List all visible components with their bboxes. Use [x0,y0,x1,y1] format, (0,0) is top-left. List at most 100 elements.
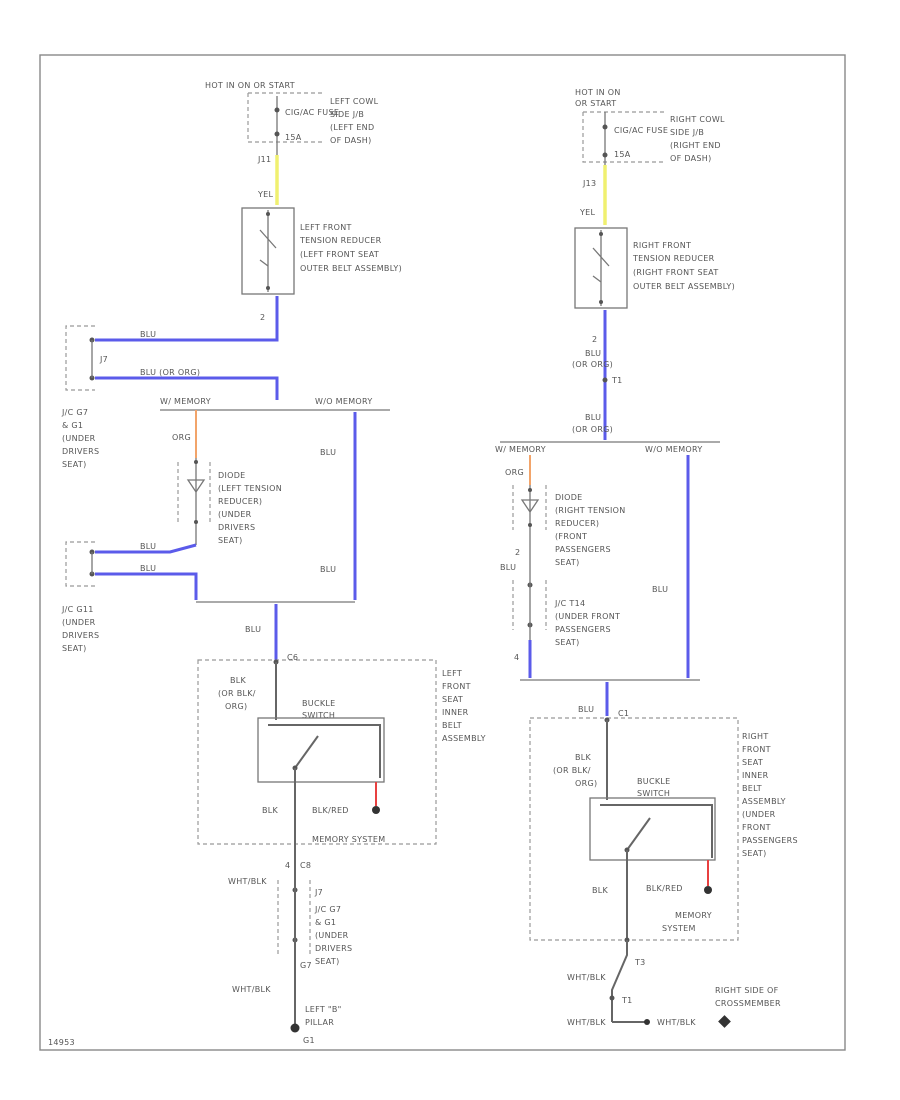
right-jt1: T1 [611,376,623,385]
right-diode-2: (RIGHT TENSION [555,506,626,515]
left-jc2-name-4: SEAT) [62,644,87,653]
left-belt-1: LEFT [442,669,462,678]
right-blk-org-3: ORG) [575,779,597,788]
left-diode-1: DIODE [218,471,246,480]
left-belt-4: INNER [442,708,469,717]
left-blk-red: BLK/RED [312,806,349,815]
left-j11: J11 [257,155,271,164]
right-buckle-switch [589,797,716,861]
left-belt-2: FRONT [442,682,471,691]
right-belt-3: SEAT [742,758,763,767]
left-circuit: HOT IN ON OR START CIG/AC FUSE 15A LEFT … [61,81,485,1045]
left-tensioner-1: LEFT FRONT [300,223,352,232]
left-blu-r1: BLU [320,448,336,457]
right-tensioner-2: TENSION REDUCER [632,254,715,263]
left-fuse-box [247,92,325,143]
left-jc-name-1: J/C G7 [61,408,88,417]
right-yel-label: YEL [579,208,596,217]
right-diode-box [512,485,547,530]
right-blu-org1-2: (OR ORG) [572,360,613,369]
left-jc3-4: DRIVERS [315,944,352,953]
right-belt-9: PASSENGERS [742,836,798,845]
left-jc3-5: SEAT) [315,957,340,966]
right-org-label: ORG [505,468,524,477]
left-org-label: ORG [172,433,191,442]
left-jc-name-4: DRIVERS [62,447,99,456]
right-blu: BLU [500,563,516,572]
right-hot-2: OR START [575,99,616,108]
left-jc-box [65,325,95,391]
right-tensioner-1: RIGHT FRONT [633,241,691,250]
right-blk-org-2: (OR BLK/ [553,766,591,775]
left-yel-label: YEL [257,190,274,199]
left-fuse-loc-2: SIDE J/B [330,110,364,119]
right-j13: J13 [582,179,596,188]
left-blk-org-2: (OR BLK/ [218,689,256,698]
diagram-frame [39,54,846,1051]
right-belt-box [529,717,739,941]
right-blu-org1-1: BLU [585,349,601,358]
left-tensioner-4: OUTER BELT ASSEMBLY) [300,264,402,273]
right-hot-1: HOT IN ON [575,88,621,97]
left-ground-id: G1 [303,1036,315,1045]
right-pin2: 2 [592,335,597,344]
right-wht-blk3: WHT/BLK [657,1018,696,1027]
left-jc-name-2: & G1 [62,421,83,430]
right-fuse-loc-1: RIGHT COWL [670,115,725,124]
left-fuse-loc-1: LEFT COWL [330,97,379,106]
right-diode-4: (FRONT [555,532,587,541]
left-pin4: 4 [285,861,290,870]
left-blu-label-4: BLU [140,564,156,573]
left-fuse-label: CIG/AC FUSE [285,108,339,117]
left-belt-5: BELT [442,721,462,730]
left-wht-blk: WHT/BLK [228,877,267,886]
left-wo-memory: W/O MEMORY [315,397,373,406]
right-blu-r: BLU [652,585,668,594]
right-t3: T3 [634,958,646,967]
right-wht-blk: WHT/BLK [567,973,606,982]
left-blk-org-3: ORG) [225,702,247,711]
left-jc2-name-2: (UNDER [62,618,96,627]
right-diode-1: DIODE [555,493,583,502]
left-jc-name-5: SEAT) [62,460,87,469]
right-belt-10: SEAT) [742,849,767,858]
right-blk: BLK [592,886,609,895]
left-diode-6: SEAT) [218,536,243,545]
left-j7: J7 [314,888,323,897]
right-pin4: 4 [514,653,519,662]
left-jc3-1: J/C G7 [314,905,341,914]
left-hot-label: HOT IN ON OR START [205,81,295,90]
right-pin2b: 2 [515,548,520,557]
right-fuse-box [582,111,665,163]
right-blu-org2-2: (OR ORG) [572,425,613,434]
left-diode-box [177,462,211,525]
right-belt-4: INNER [742,771,769,780]
right-ground-2: CROSSMEMBER [715,999,781,1008]
right-fuse-loc-4: OF DASH) [670,154,712,163]
right-fuse-label: CIG/AC FUSE [614,126,668,135]
right-wht-blk2: WHT/BLK [567,1018,606,1027]
left-tensioner-3: (LEFT FRONT SEAT [300,250,379,259]
left-buckle-1: BUCKLE [302,699,336,708]
left-jc3-2: & G1 [315,918,336,927]
right-jc-4: SEAT) [555,638,580,647]
left-ground-icon [290,1023,300,1033]
left-jc-name-3: (UNDER [62,434,96,443]
right-buckle-1: BUCKLE [637,777,671,786]
left-fuse-loc-3: (LEFT END [330,123,374,132]
left-buckle-2: SWITCH [302,711,335,720]
left-blu-wire-2 [95,376,279,400]
left-wht-blk2: WHT/BLK [232,985,271,994]
right-buckle-2: SWITCH [637,789,670,798]
left-fuse-loc-4: OF DASH) [330,136,372,145]
right-jc-3: PASSENGERS [555,625,611,634]
left-blu-r2: BLU [320,565,336,574]
right-ground-1: RIGHT SIDE OF [715,986,779,995]
left-jc3-3: (UNDER [315,931,349,940]
right-diode-3: REDUCER) [555,519,599,528]
left-blu-label-3: BLU [140,542,156,551]
left-c6: C6 [287,653,298,662]
right-jc-box [512,580,547,630]
left-jc-label: J7 [99,355,108,364]
